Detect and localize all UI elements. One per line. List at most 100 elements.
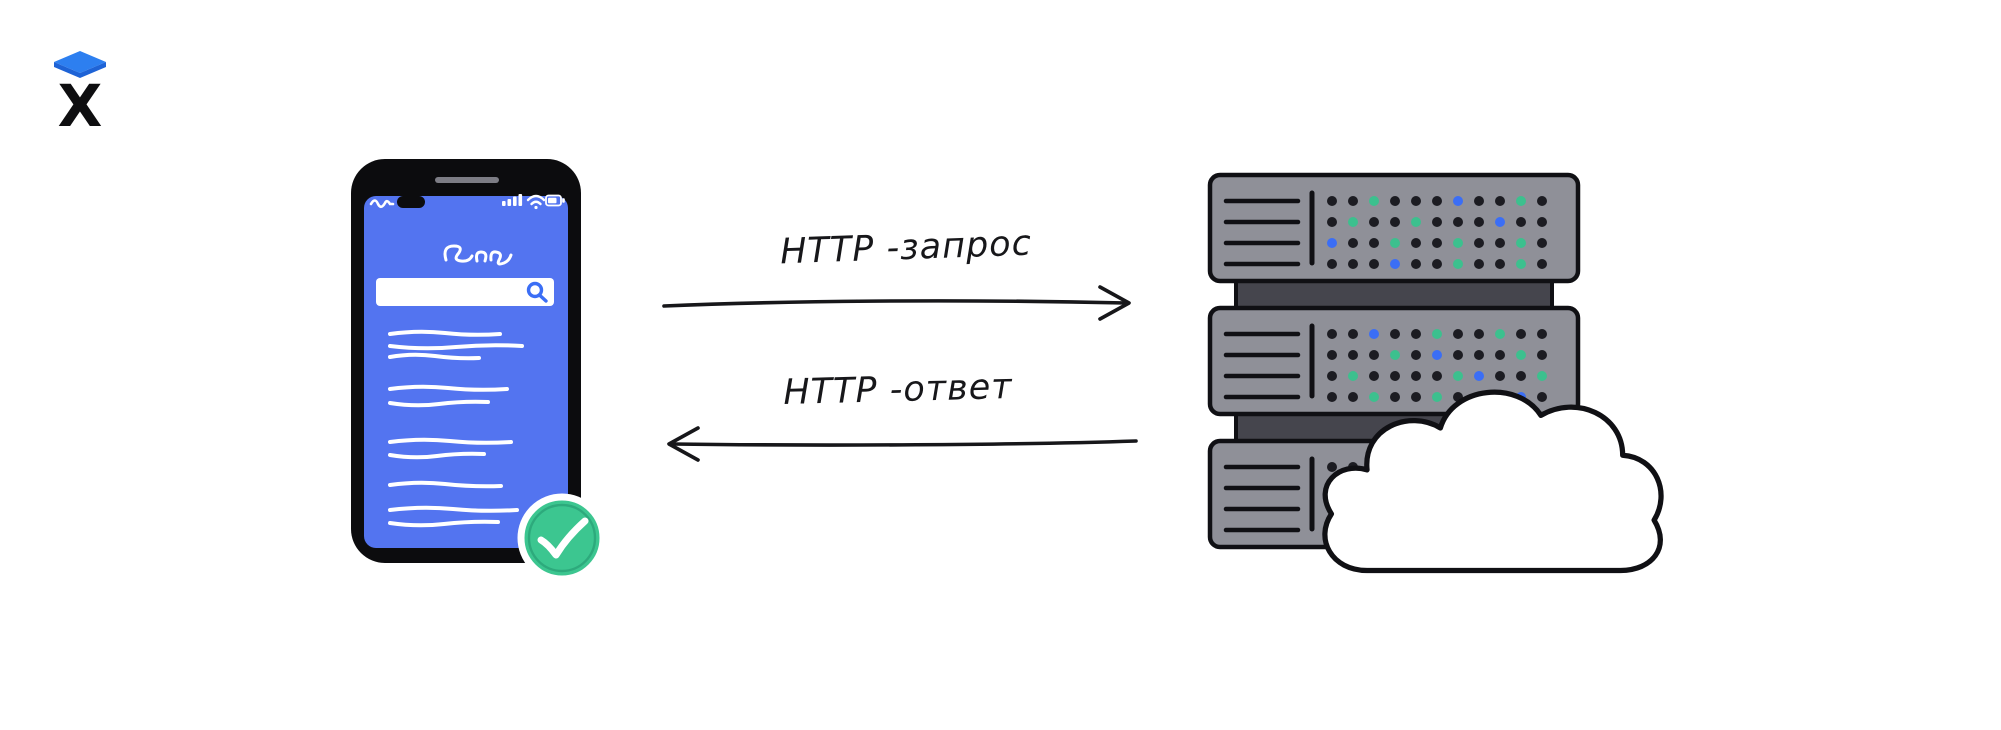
time-scribble	[369, 199, 395, 209]
led-dot	[1390, 217, 1400, 227]
led-dot	[1369, 371, 1379, 381]
led-dot	[1369, 217, 1379, 227]
http-response-label: HTTP -ответ	[782, 367, 1014, 413]
led-dot	[1453, 238, 1463, 248]
led-dot	[1474, 196, 1484, 206]
led-dot	[1453, 371, 1463, 381]
led-dot	[1327, 217, 1337, 227]
led-dot	[1495, 238, 1505, 248]
led-dot	[1474, 329, 1484, 339]
led-dot	[1327, 371, 1337, 381]
led-dot	[1327, 329, 1337, 339]
logo-letter: X	[58, 72, 103, 130]
led-dot	[1432, 350, 1442, 360]
led-dot	[1474, 371, 1484, 381]
led-dot	[1369, 329, 1379, 339]
led-dot	[1369, 350, 1379, 360]
content-line	[388, 343, 524, 351]
led-dot	[1432, 238, 1442, 248]
led-dot	[1516, 350, 1526, 360]
led-dot	[1348, 196, 1358, 206]
content-line	[388, 437, 513, 445]
server-unit-1	[1207, 172, 1581, 284]
led-dot	[1537, 238, 1547, 248]
content-line	[388, 451, 486, 460]
cloud-shape	[1322, 389, 1664, 574]
led-dot	[1516, 238, 1526, 248]
led-dot	[1327, 392, 1337, 402]
led-dot	[1390, 329, 1400, 339]
vent-lines	[1223, 464, 1301, 533]
hexlet-logo: X	[54, 51, 106, 130]
camera-notch-icon	[397, 196, 425, 208]
led-dot	[1369, 238, 1379, 248]
vent-lines	[1223, 331, 1301, 400]
led-dot	[1369, 196, 1379, 206]
server-unit-2	[1207, 305, 1581, 417]
led-dot	[1453, 196, 1463, 206]
content-line	[388, 329, 502, 337]
led-dot	[1411, 259, 1421, 269]
led-dot	[1432, 392, 1442, 402]
phone-illustration	[351, 159, 581, 563]
led-dot	[1516, 259, 1526, 269]
check-icon	[537, 517, 589, 559]
led-dot	[1453, 259, 1463, 269]
content-line	[388, 352, 481, 361]
led-dot	[1411, 217, 1421, 227]
led-dot	[1495, 371, 1505, 381]
http-request-arrow	[662, 285, 1131, 321]
led-dot	[1390, 371, 1400, 381]
led-dot	[1369, 392, 1379, 402]
led-dot	[1537, 217, 1547, 227]
search-icon	[526, 281, 548, 303]
led-dot	[1411, 329, 1421, 339]
led-dot	[1348, 217, 1358, 227]
led-dot	[1474, 259, 1484, 269]
check-badge-circle	[517, 493, 607, 583]
led-dot	[1495, 350, 1505, 360]
led-dot	[1537, 350, 1547, 360]
led-dot	[1327, 238, 1337, 248]
led-dot	[1390, 238, 1400, 248]
led-dot	[1390, 350, 1400, 360]
led-dot	[1348, 350, 1358, 360]
led-dot	[1348, 392, 1358, 402]
led-dot	[1495, 259, 1505, 269]
led-dot	[1516, 329, 1526, 339]
http-response-arrow	[667, 426, 1138, 462]
led-dot	[1432, 217, 1442, 227]
led-dot	[1495, 217, 1505, 227]
search-engine-logo-scribble	[443, 244, 513, 266]
led-dot	[1411, 196, 1421, 206]
signal-icon	[502, 194, 523, 206]
led-dot	[1432, 329, 1442, 339]
led-dot	[1411, 392, 1421, 402]
led-dot	[1390, 196, 1400, 206]
http-flow-arrows	[662, 285, 1138, 462]
logo-cap-front	[54, 62, 106, 78]
led-dot	[1453, 217, 1463, 227]
content-lines	[388, 329, 524, 528]
led-dot	[1348, 238, 1358, 248]
vent-lines	[1223, 198, 1301, 267]
check-badge	[517, 493, 607, 583]
led-dot	[1495, 329, 1505, 339]
led-dot	[1474, 217, 1484, 227]
led-dot	[1537, 329, 1547, 339]
led-dot	[1327, 196, 1337, 206]
led-dot	[1348, 259, 1358, 269]
led-dot	[1537, 196, 1547, 206]
led-dot	[1474, 350, 1484, 360]
led-dot	[1348, 371, 1358, 381]
led-dot	[1516, 196, 1526, 206]
led-dot	[1516, 217, 1526, 227]
led-dot	[1411, 350, 1421, 360]
led-dot	[1453, 350, 1463, 360]
led-dot	[1537, 392, 1547, 402]
check-badge-inner-ring	[527, 503, 597, 573]
content-line	[388, 519, 500, 528]
led-dot	[1453, 329, 1463, 339]
led-dot	[1537, 371, 1547, 381]
